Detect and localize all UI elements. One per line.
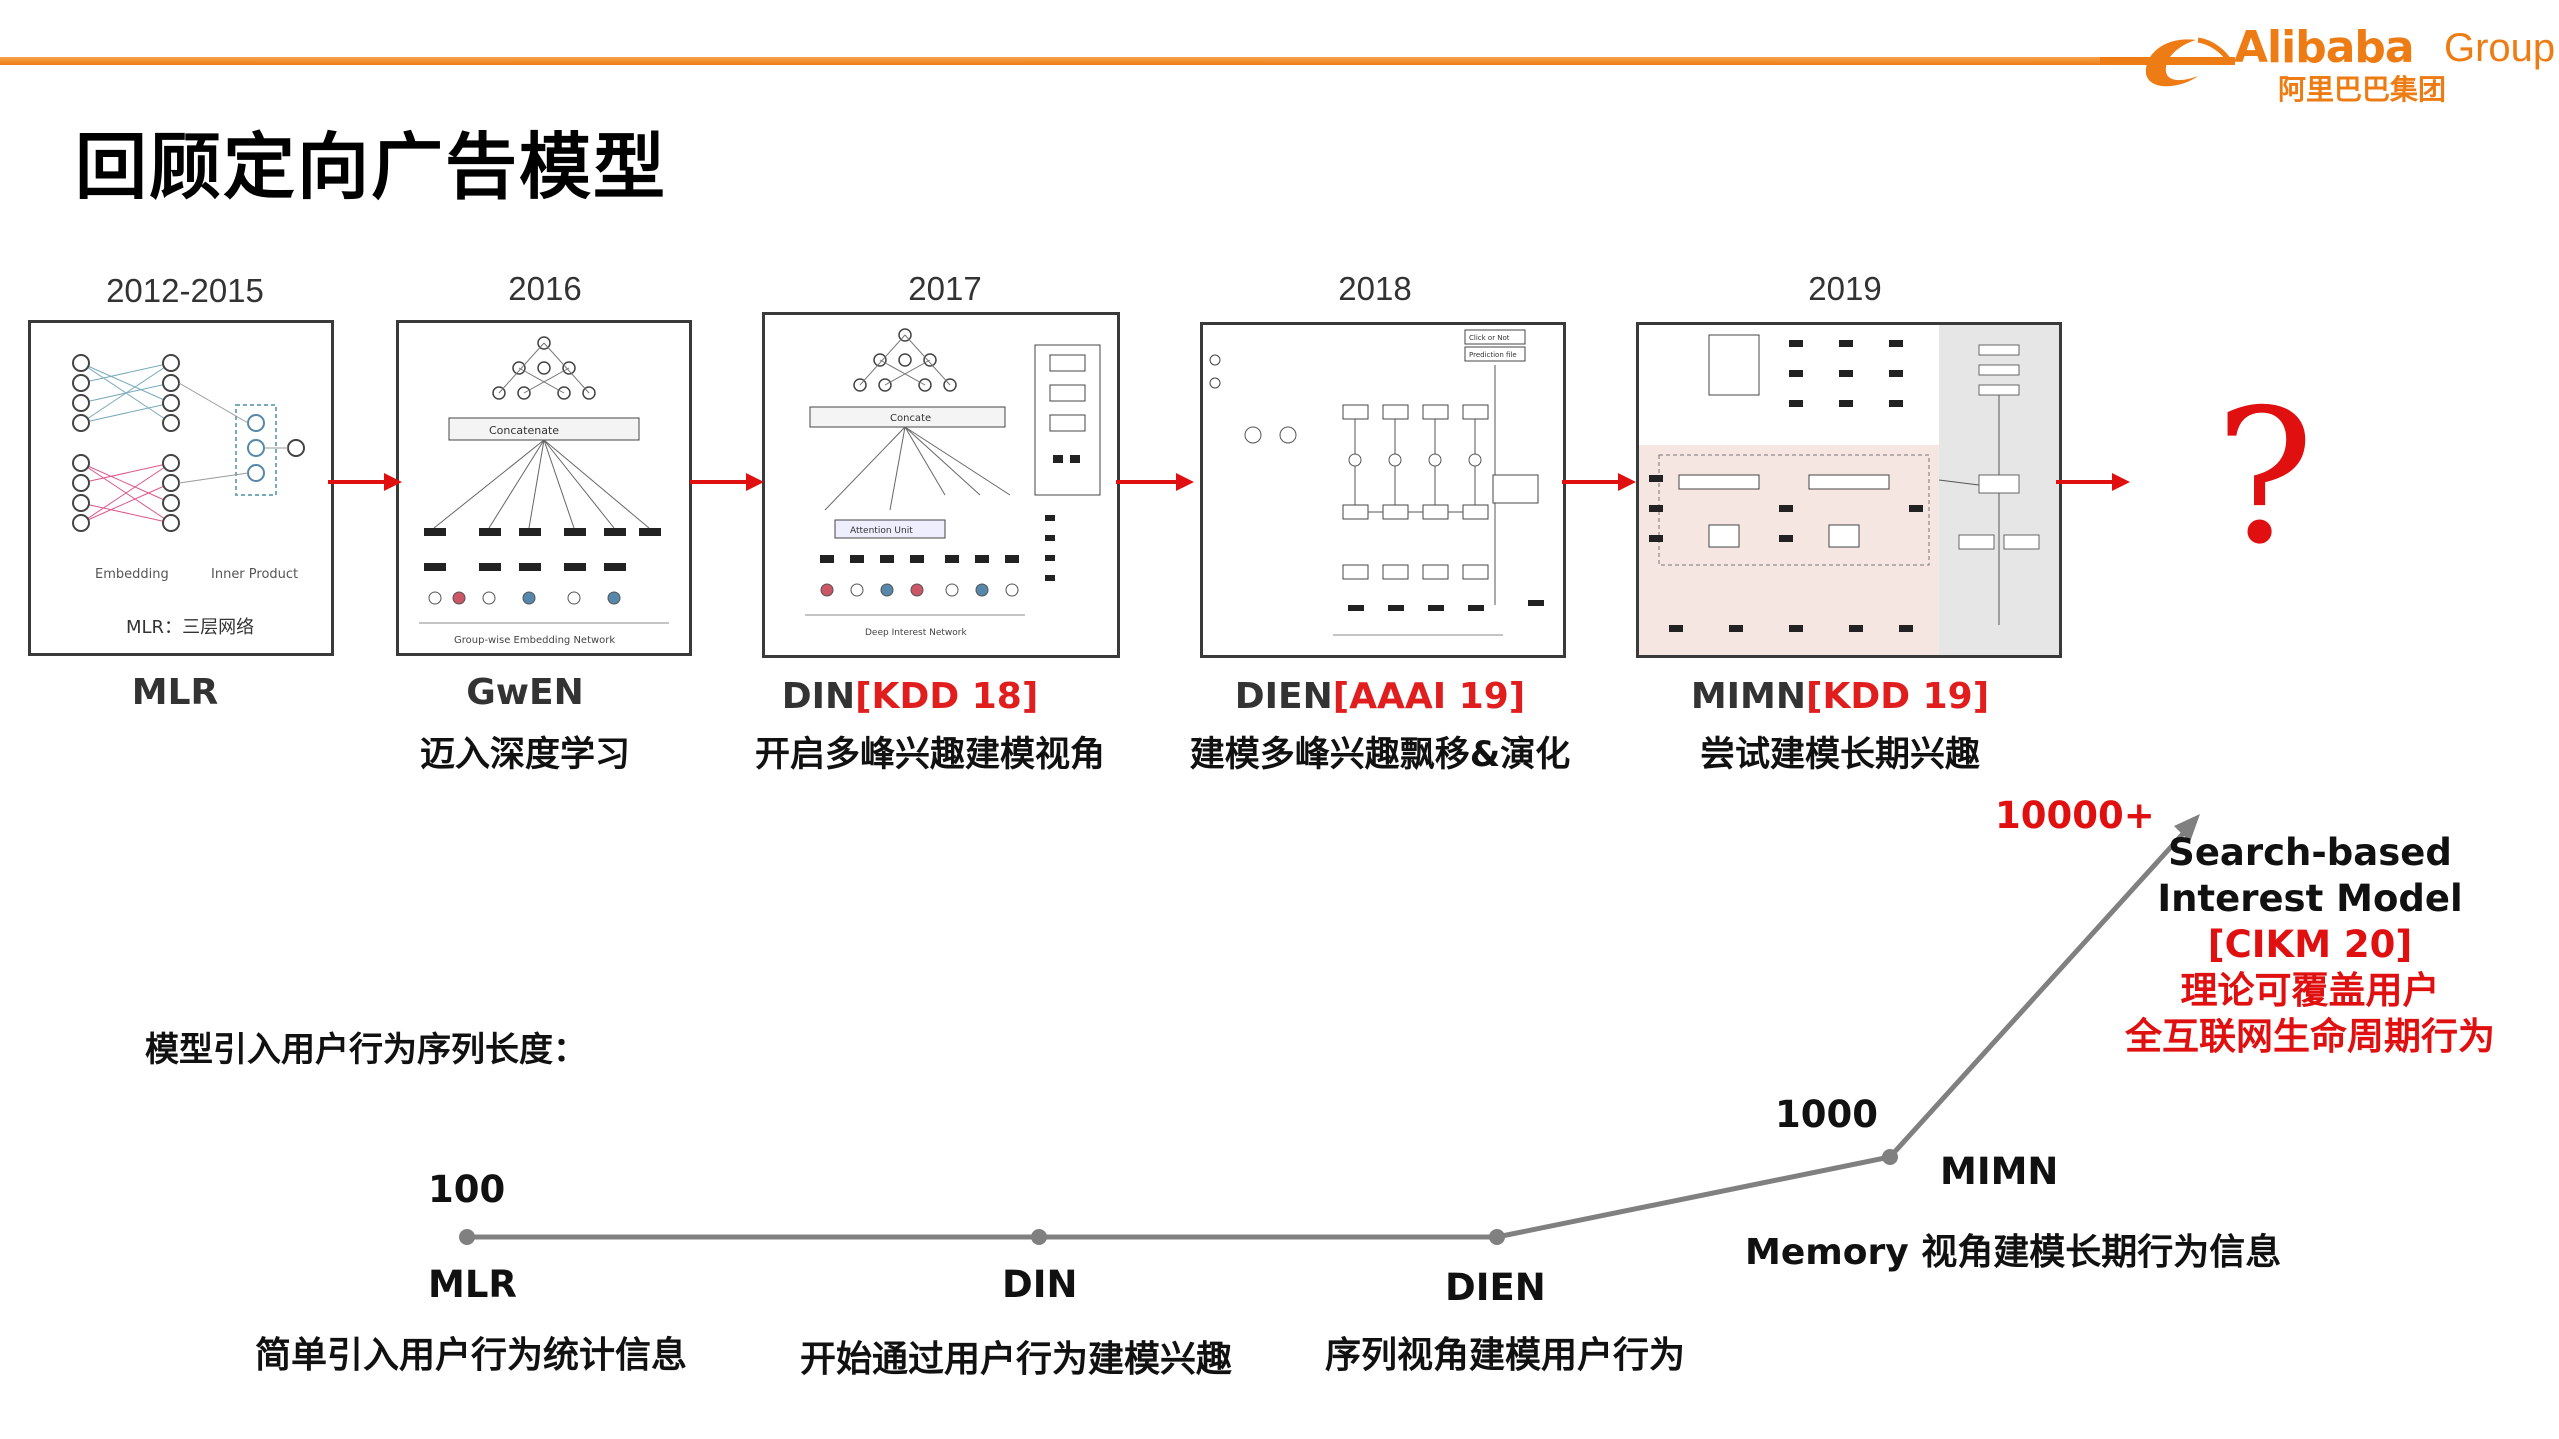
dien-architecture-diagram: Click or Not Prediction file [1200,322,1566,658]
sim-desc-line: 全互联网生命周期行为 [2125,1015,2495,1058]
sim-desc-line: 理论可覆盖用户 [2180,969,2440,1012]
sim-title-line: Interest Model [2157,877,2463,920]
alibaba-smile-icon [2145,37,2233,87]
thumb-caption: Deep Interest Network [865,628,967,638]
timeline-desc: 开始通过用户行为建模兴趣 [800,1339,1233,1380]
model-desc: 开启多峰兴趣建模视角 [754,735,1105,775]
alibaba-group-logo: Alibaba Group 阿里巴巴集团 [2138,22,2555,106]
thumb-label: Inner Product [211,567,298,582]
arrow-right-icon [1116,473,1194,491]
header-bar [0,57,2100,65]
model-name-dien: DIEN[AAAI 19] [1200,676,1560,717]
gwen-architecture-diagram: Concatenate Group-wise Embedding Network [396,320,692,656]
timeline-point [1882,1149,1898,1165]
year-label: 2012-2015 [106,272,264,309]
timeline-model-name: DIEN [1445,1266,1546,1309]
timeline-point [1031,1229,1047,1245]
thumb-label: Prediction file [1469,351,1517,359]
thumb-label: Concatenate [489,424,559,437]
timeline-model-name: MLR [428,1263,517,1306]
din-diagram-svg: Concate Attention Unit Deep Interest Net… [805,328,1101,638]
thumb-label: Concate [890,413,931,424]
gwen-diagram-svg: Concatenate Group-wise Embedding Network [419,336,669,646]
timeline-model-name: DIN [1002,1263,1078,1306]
model-desc: 建模多峰兴趣飘移&演化 [1189,735,1571,775]
timeline-point [1489,1229,1505,1245]
logo-wordmark: Alibaba [2234,22,2415,73]
model-name: DIEN [1234,676,1333,717]
thumb-label: Click or Not [1469,334,1510,342]
dien-diagram-svg: Click or Not Prediction file [1209,329,1544,636]
model-name-din: DIN[KDD 18] [760,676,1060,717]
model-name: DIN [781,676,856,717]
thumb-label: Embedding [95,567,169,582]
model-name: GwEN [466,672,584,713]
sequence-length-label: 模型引入用户行为序列长度： [145,1030,587,1070]
mlr-architecture-diagram: Embedding Inner Product MLR：三层网络 [28,320,334,656]
model-name-mlr: MLR [55,672,295,713]
logo-group: Group [2444,26,2556,70]
model-name-mimn: MIMN[KDD 19] [1670,676,2010,717]
model-desc: 迈入深度学习 [419,735,630,775]
venue-label: [KDD 18] [855,676,1039,717]
thumb-caption: Group-wise Embedding Network [454,635,615,646]
model-name: MLR [131,672,219,713]
timeline-desc: 简单引入用户行为统计信息 [255,1335,688,1376]
sequence-count: 100 [428,1168,506,1211]
year-label: 2017 [908,270,982,307]
year-label: 2019 [1808,270,1882,307]
din-architecture-diagram: Concate Attention Unit Deep Interest Net… [762,312,1120,658]
year-label: 2016 [508,270,582,307]
year-label: 2018 [1338,270,1412,307]
logo-chinese: 阿里巴巴集团 [2278,73,2447,106]
mimn-architecture-diagram [1636,322,2062,658]
mlr-diagram-svg: Embedding Inner Product MLR：三层网络 [72,354,305,638]
thumb-caption: MLR：三层网络 [126,617,254,638]
venue-label: [KDD 19] [1805,676,1990,717]
mimn-diagram-svg [1639,325,2059,655]
timeline-model-name: MIMN [1940,1150,2059,1193]
thumb-label: Attention Unit [850,526,913,536]
arrow-right-icon [1562,473,1636,491]
page-title: 回顾定向广告模型 [75,125,668,209]
venue-label: [CIKM 20] [2207,923,2413,966]
timeline-desc: Memory 视角建模长期行为信息 [1745,1232,2282,1273]
venue-label: [AAAI 19] [1332,676,1526,717]
sequence-count: 1000 [1775,1093,1878,1136]
model-name: MIMN [1690,676,1806,717]
model-desc: 尝试建模长期兴趣 [1699,735,1980,775]
question-mark-icon: ? [2215,369,2315,585]
timeline-desc: 序列视角建模用户行为 [1325,1335,1686,1376]
timeline-point [459,1229,475,1245]
sim-title-line: Search-based [2168,831,2452,874]
sim-model-block: Search-based Interest Model [CIKM 20] 理论… [2080,830,2540,1060]
arrow-right-icon [328,473,402,491]
model-name-gwen: GwEN [400,672,650,713]
arrow-right-icon [2056,473,2130,491]
sequence-count: 10000+ [1995,794,2155,837]
arrow-right-icon [690,473,764,491]
